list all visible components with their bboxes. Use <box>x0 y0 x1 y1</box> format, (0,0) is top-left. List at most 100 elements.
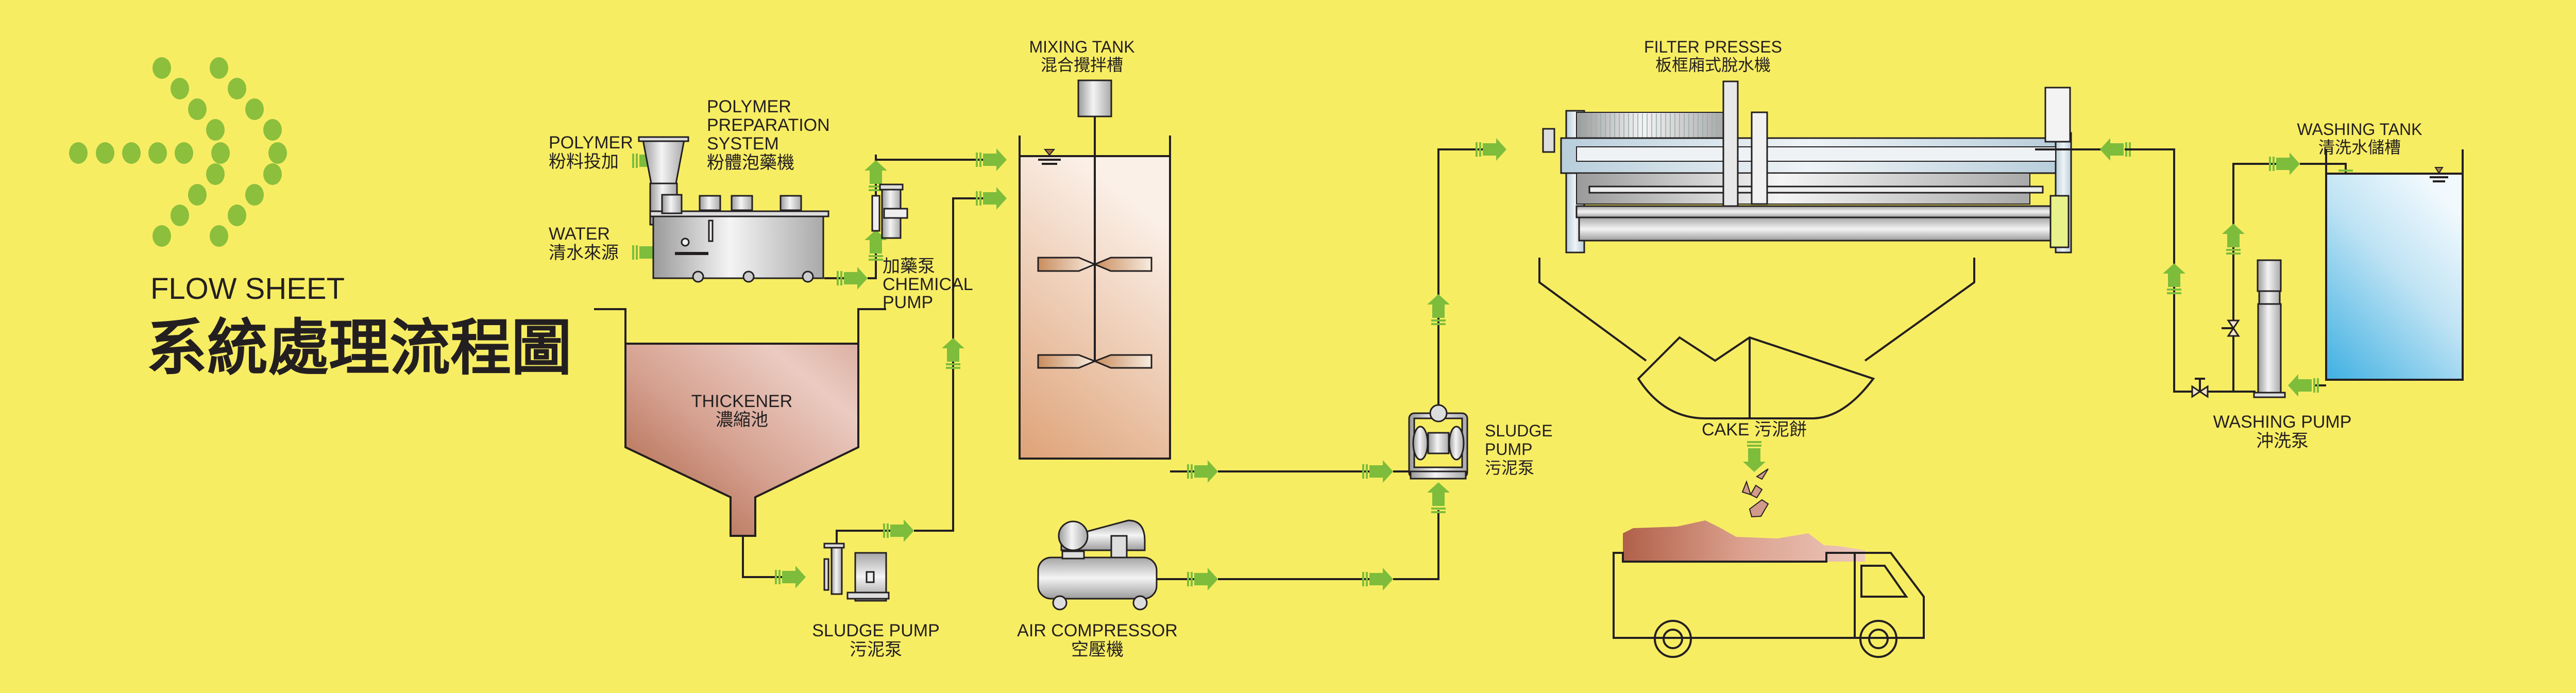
logo-dot <box>69 142 88 164</box>
logo-dot <box>210 225 228 247</box>
washing-tank[interactable]: WASHING TANK 清洗水儲槽 <box>2288 120 2464 397</box>
thickener-tank-icon <box>625 344 858 536</box>
washing-pump[interactable]: WASHING PUMP 沖洗泵 <box>2100 138 2357 451</box>
polymer-system-label-3: SYSTEM <box>707 134 779 154</box>
filter-presses-label-zh: 板框廂式脫水機 <box>1655 56 1771 74</box>
mixing-tank-label: MIXING TANK <box>1029 38 1134 56</box>
air-compressor[interactable]: AIR COMPRESSOR 空壓機 <box>1017 482 1450 660</box>
filter-presses[interactable]: FILTER PRESSES 板框廂式脫水機 <box>1538 38 2102 419</box>
washing-tank-label: WASHING TANK <box>2297 120 2422 139</box>
flow-arrow-icon <box>1476 138 1506 161</box>
logo-dot <box>228 78 246 99</box>
flow-arrow-icon <box>883 519 914 542</box>
control-panel-icon <box>2044 87 2071 143</box>
flow-arrow-icon <box>775 566 806 588</box>
flow-arrow-icon <box>1187 568 1218 590</box>
logo-dot <box>245 184 264 206</box>
mixing-tank[interactable]: MIXING TANK 混合攪拌槽 <box>1019 38 1393 483</box>
flow-sheet-title-zh: 系統處理流程圖 <box>146 312 572 383</box>
air-compressor-label: AIR COMPRESSOR <box>1017 621 1178 640</box>
water-input: WATER 清水來源 <box>549 224 663 264</box>
flow-arrow-icon <box>1427 294 1450 325</box>
sludge-pump-1-label-zh: 污泥泵 <box>850 640 902 660</box>
polymer-input-label: POLYMER <box>549 133 633 153</box>
valve-icon <box>2191 378 2209 398</box>
hopper-icon <box>642 139 685 184</box>
logo-dot <box>245 98 264 120</box>
sludge-cake: CAKE 污泥餅 <box>1702 420 1807 518</box>
thickener-label: THICKENER <box>691 392 792 411</box>
sludge-pump-2-label-2: PUMP <box>1485 440 1532 459</box>
logo-dot <box>96 142 114 164</box>
water-input-label: WATER <box>549 224 610 244</box>
flow-arrow-icon <box>1187 460 1218 483</box>
polymer-system-label-1: POLYMER <box>707 97 791 116</box>
flow-arrow-icon <box>2269 153 2300 175</box>
polymer-input-label-zh: 粉料投加 <box>549 152 619 172</box>
logo-dot <box>152 225 171 247</box>
polymer-input: POLYMER 粉料投加 <box>549 133 663 172</box>
logo-dot <box>206 119 225 141</box>
polymer-preparation-system[interactable]: POLYMER PREPARATION SYSTEM 粉體泡藥機 <box>638 97 868 290</box>
logo-dot <box>175 142 193 164</box>
logo-dot <box>152 57 171 79</box>
chemical-pump-label-zh: 加藥泵 <box>883 257 935 276</box>
cake-label: CAKE 污泥餅 <box>1702 420 1807 440</box>
logo-dot <box>268 142 287 164</box>
washing-water-icon <box>2326 174 2463 380</box>
mixer-motor-icon <box>1077 79 1112 117</box>
washing-pump-label: WASHING PUMP <box>2213 412 2352 432</box>
logo-dot <box>228 205 246 226</box>
thickener[interactable]: THICKENER 濃縮池 <box>594 308 886 588</box>
chemical-pump[interactable]: 加藥泵 CHEMICAL PUMP <box>865 148 1007 312</box>
logo-dot <box>210 57 228 79</box>
flow-arrow-icon <box>942 338 964 369</box>
air-compressor-label-zh: 空壓機 <box>1071 640 1124 660</box>
flow-arrow-icon <box>976 148 1007 171</box>
logo-dot <box>263 119 282 141</box>
flow-arrow-icon <box>837 267 868 290</box>
sludge-pump-2[interactable]: SLUDGE PUMP 污泥泵 <box>1393 138 1553 480</box>
water-level-icon <box>2434 167 2444 174</box>
flow-arrow-icon <box>1362 460 1393 483</box>
mixing-tank-label-zh: 混合攪拌槽 <box>1041 56 1123 74</box>
sludge-pump-2-label-1: SLUDGE <box>1485 421 1553 440</box>
chemical-pump-label-1: CHEMICAL <box>883 275 973 294</box>
sludge-pump-2-label-zh: 污泥泵 <box>1485 459 1534 477</box>
flow-arrow-icon <box>2222 224 2245 255</box>
sludge-pump-1[interactable]: SLUDGE PUMP 污泥泵 <box>812 187 1007 660</box>
washing-tank-label-zh: 清洗水儲槽 <box>2318 138 2401 157</box>
logo-dot <box>211 142 230 164</box>
cake-hopper-icon <box>1637 336 1875 419</box>
logo-dot <box>171 78 189 99</box>
water-level-icon <box>1043 149 1056 156</box>
flow-arrow-icon <box>1362 568 1393 590</box>
logo-dot <box>188 184 207 206</box>
logo-dot <box>206 163 225 185</box>
filter-press-icon <box>1542 80 2072 253</box>
flow-arrow-icon <box>1427 482 1450 513</box>
polymer-system-label-2: PREPARATION <box>707 115 830 135</box>
flow-arrow-icon <box>1743 441 1766 472</box>
logo-dot <box>171 205 189 226</box>
flow-arrow-icon <box>976 187 1007 210</box>
logo-dot <box>148 142 167 164</box>
polymer-system-label-zh: 粉體泡藥機 <box>707 153 794 173</box>
dotted-arrow-icon <box>69 57 287 247</box>
dump-truck-icon <box>1613 520 1925 658</box>
flow-sheet-title: FLOW SHEET <box>150 272 345 306</box>
thickener-label-zh: 濃縮池 <box>716 410 768 430</box>
polymer-tank-icon <box>652 214 824 279</box>
filter-presses-label: FILTER PRESSES <box>1644 38 1782 56</box>
washing-pump-icon <box>2257 259 2282 292</box>
washing-pump-label-zh: 沖洗泵 <box>2256 431 2309 451</box>
air-compressor-icon <box>1037 556 1158 600</box>
logo-dot <box>122 142 141 164</box>
impeller-icon <box>1037 257 1153 369</box>
logo-dot <box>263 163 282 185</box>
water-input-label-zh: 清水來源 <box>549 243 619 263</box>
sludge-pump-1-label: SLUDGE PUMP <box>812 621 940 640</box>
chemical-pump-label-2: PUMP <box>883 293 933 312</box>
logo-dot <box>188 98 207 120</box>
